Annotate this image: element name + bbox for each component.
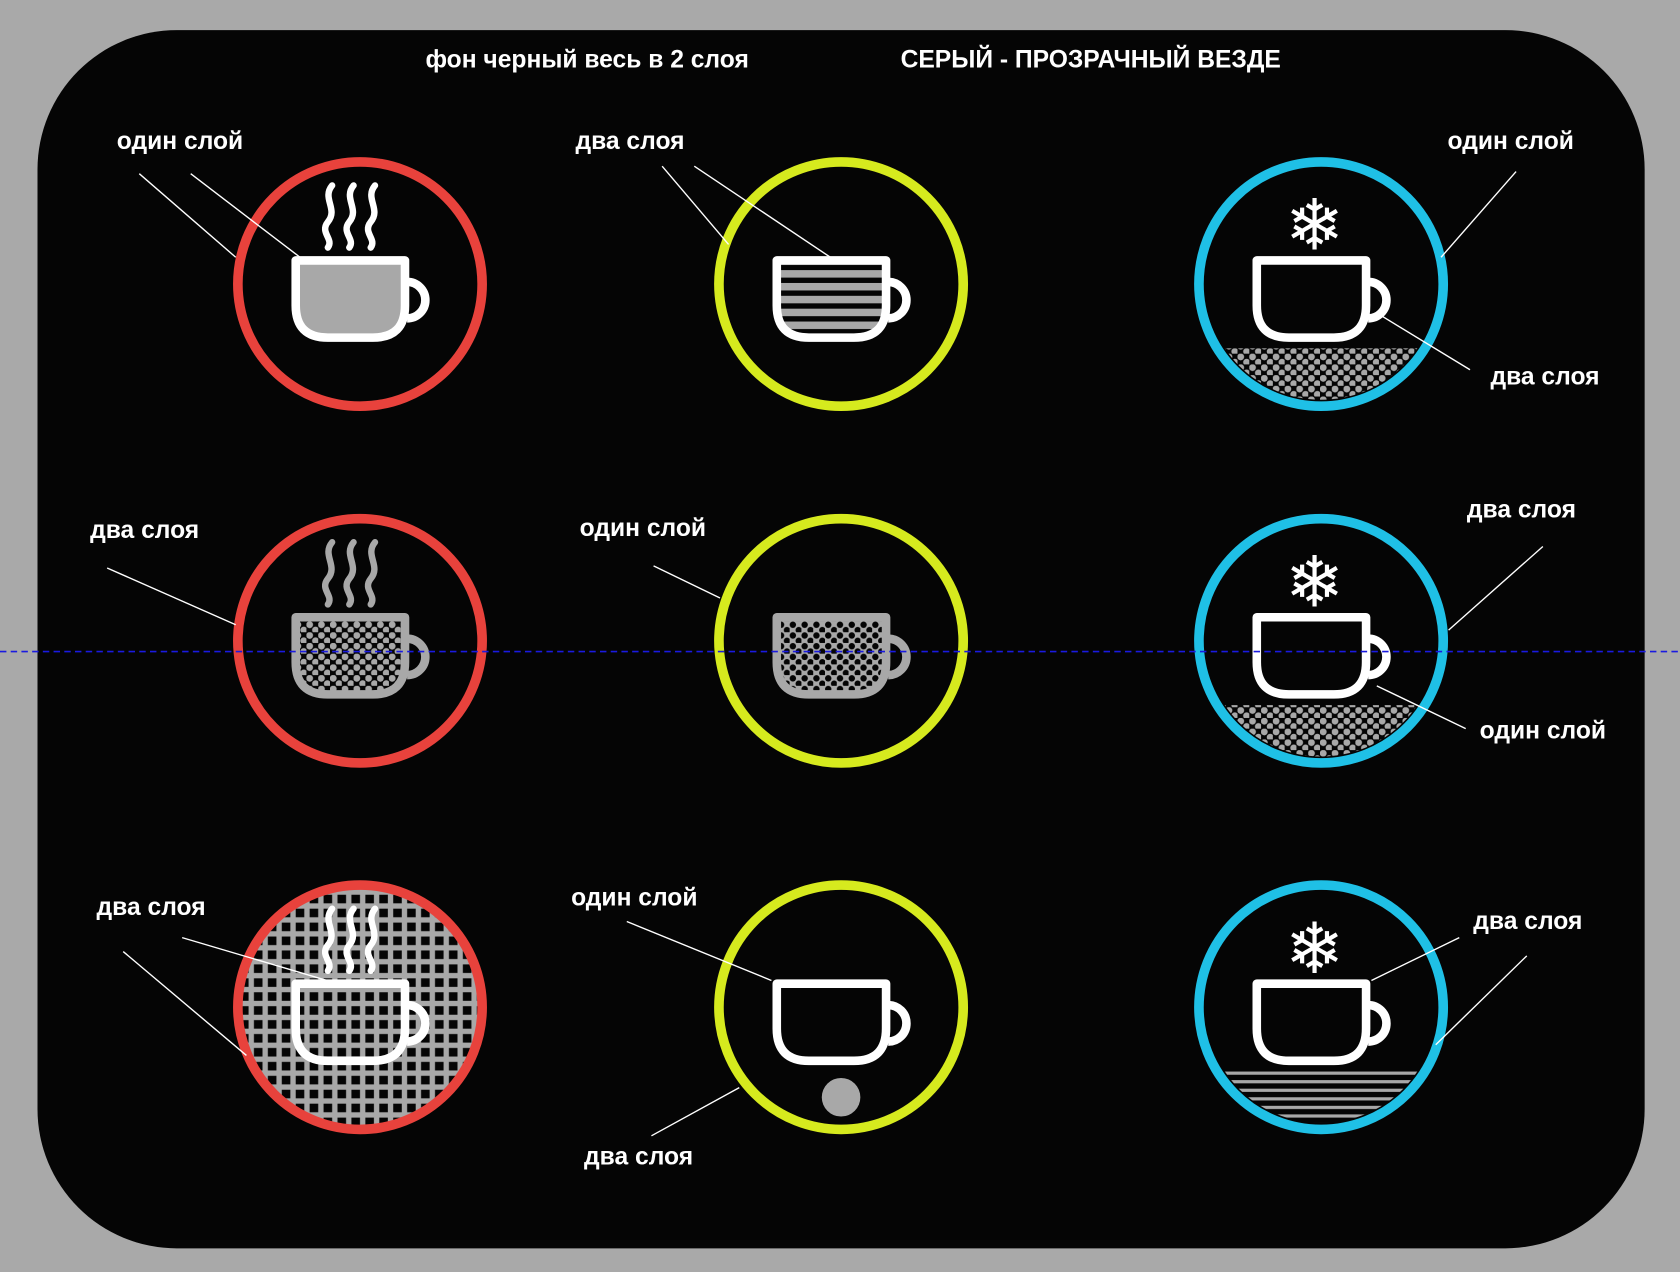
cup-handle-icon (1367, 1000, 1391, 1046)
cup-icon (772, 979, 891, 1066)
ring (714, 513, 969, 768)
hot-cup-grid-background-icon (233, 880, 487, 1135)
cup-striped-icon (714, 157, 969, 412)
steam-icon (364, 182, 379, 251)
cup-handle-icon (1367, 277, 1391, 323)
steam-icon (343, 539, 357, 608)
right-note: СЕРЫЙ - ПРОЗРАЧНЫЙ ВЕЗДЕ (901, 46, 1281, 74)
cup-with-dot-icon (714, 880, 969, 1135)
gray-dot-icon (821, 1077, 861, 1117)
leader-lines (106, 165, 1544, 1137)
cup-icon (772, 256, 891, 342)
icon-grid: ❄ ❄ ❄ (233, 157, 1449, 1135)
label-r3c1: два слоя (97, 894, 206, 921)
left-note: фон черный весь в 2 слоя (425, 47, 748, 74)
label-r3c2-top: один слой (571, 884, 697, 911)
cup-icon (1252, 612, 1371, 699)
label-r1c3-bottom: два слоя (1490, 364, 1599, 391)
hot-cup-dotted-icon (233, 513, 487, 768)
snowflake-icon: ❄ (1285, 186, 1344, 265)
cup-handle-icon (887, 1000, 911, 1046)
cup-gray-dotted-icon (714, 513, 969, 768)
steam-icon (364, 905, 379, 975)
steam-icon (321, 539, 336, 608)
cup-icon (291, 256, 410, 342)
ring (714, 157, 969, 412)
label-r1c1: один слой (117, 128, 243, 155)
label-r2c3-top: два слоя (1467, 497, 1576, 524)
cup-handle-icon (406, 634, 430, 680)
steam-icon (364, 539, 379, 608)
ring (1194, 157, 1449, 412)
cup-icon (1252, 256, 1371, 342)
cup-handle-icon (406, 1000, 430, 1046)
steam-icon (343, 905, 357, 975)
cup-icon (1252, 979, 1371, 1066)
ring (233, 157, 487, 412)
cup-handle-icon (887, 277, 911, 323)
cup-icon (291, 612, 410, 699)
steam-icon (343, 182, 357, 251)
hot-cup-solid-gray-icon (233, 157, 487, 412)
snowflake-icon: ❄ (1285, 543, 1344, 622)
cup-icon (291, 979, 410, 1066)
ring (233, 880, 487, 1135)
cup-handle-icon (887, 634, 911, 680)
cup-handle-icon (406, 277, 430, 323)
label-r2c3-bottom: один слой (1480, 717, 1606, 744)
ring (714, 880, 969, 1135)
label-r2c2: один слой (580, 515, 706, 542)
cup-icon (772, 612, 891, 699)
ring (1194, 513, 1449, 768)
label-r1c3-top: один слой (1448, 128, 1574, 155)
label-r3c2-bottom: два слоя (584, 1144, 693, 1171)
steam-icon (321, 905, 336, 975)
label-r2c1: два слоя (90, 517, 199, 544)
label-r1c2: два слоя (575, 128, 684, 155)
ring (233, 513, 487, 768)
ring (1194, 880, 1449, 1135)
snowflake-icon: ❄ (1285, 909, 1344, 988)
cup-handle-icon (1367, 634, 1391, 680)
steam-icon (321, 182, 336, 251)
label-r3c3: два слоя (1473, 908, 1582, 935)
